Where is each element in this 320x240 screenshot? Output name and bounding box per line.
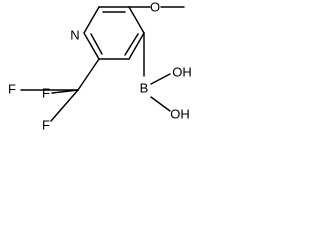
- bond-c4-c3: [128, 32, 145, 60]
- atom-label-methoxy-oxygen: O: [150, 0, 160, 14]
- bond-n-c6: [83, 6, 100, 34]
- double-bond-c2-n-inner: [90, 33, 103, 55]
- double-bond-c4-c3-inner: [124, 33, 139, 56]
- atom-label-hydroxyl-top: OH: [172, 64, 192, 79]
- bond-c5-c4: [128, 6, 145, 34]
- bond-b-oh-top: [150, 73, 171, 85]
- bond-c2-cf3: [77, 58, 100, 91]
- atom-label-boron: B: [140, 80, 149, 95]
- atom-label-hydroxyl-bottom: OH: [170, 106, 190, 121]
- bond-c2-n: [83, 32, 100, 60]
- atom-label-fluorine-right-top: F: [42, 85, 50, 100]
- bond-cf3-f-bottom: [50, 89, 79, 122]
- bond-cf3-f-top: [51, 89, 79, 94]
- atom-label-fluorine-left-top: F: [8, 81, 16, 96]
- bond-b-oh-bottom: [150, 96, 171, 112]
- atom-label-fluorine-bottom: F: [42, 117, 50, 132]
- chemical-structure-diagram: N O B OH OH F F F: [0, 0, 234, 138]
- atom-label-nitrogen: N: [70, 27, 79, 42]
- molecule-drawing: N O B OH OH F F F: [8, 0, 192, 132]
